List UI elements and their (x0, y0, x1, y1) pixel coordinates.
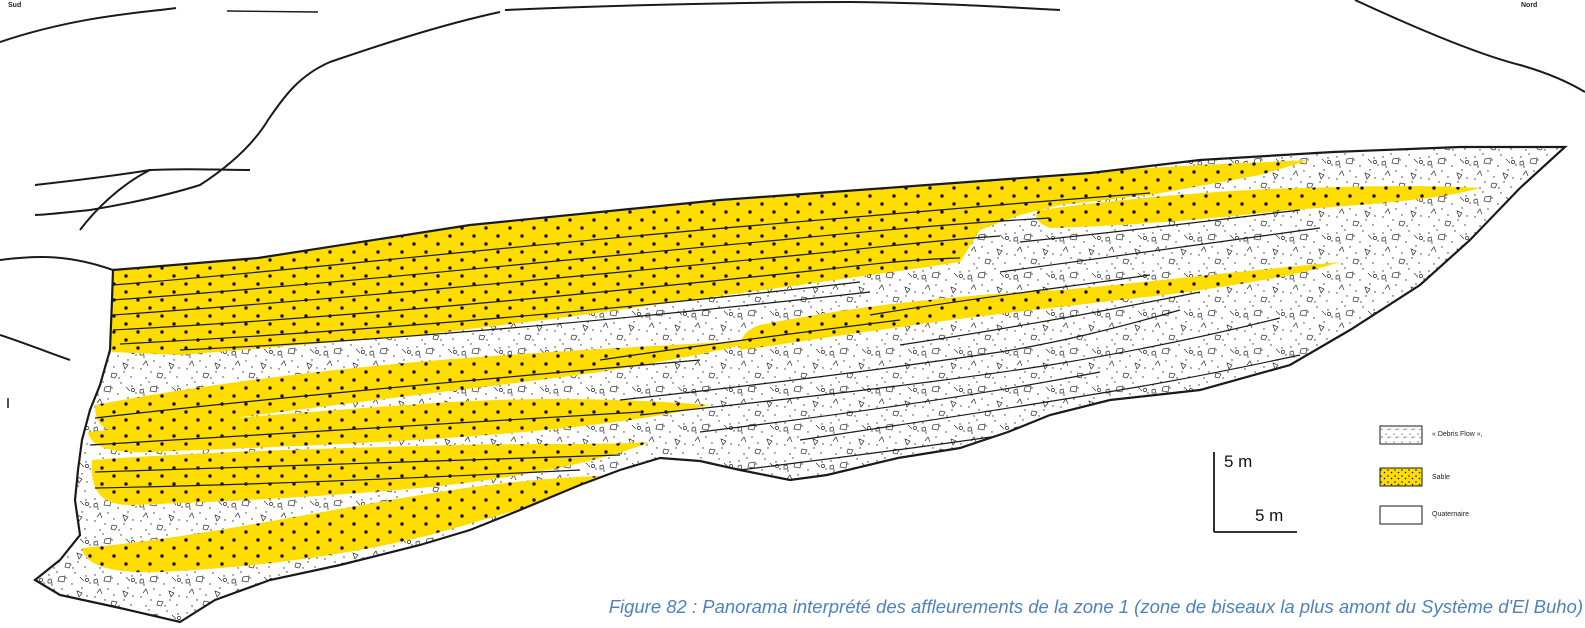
mid-summit (505, 2, 1060, 10)
right-ridge (1355, 0, 1585, 92)
scale-horizontal-label: 5 m (1255, 506, 1283, 526)
south-label: Sud (8, 2, 21, 9)
figure-caption: Figure 82 : Panorama interprété des affl… (430, 596, 1583, 618)
legend-swatch-debris-flow (1380, 426, 1422, 444)
legend-label-debris-flow: « Debris Flow », (1432, 431, 1483, 438)
skyline-ridge (0, 8, 176, 42)
legend-label-quaternary: Quaternaire (1432, 511, 1469, 518)
scale-vertical-label: 5 m (1224, 452, 1252, 472)
legend-swatches (1380, 426, 1422, 524)
north-label: Nord (1521, 2, 1537, 9)
left-slope (0, 257, 113, 270)
left-lower-slope (0, 335, 70, 360)
legend-swatch-quaternary (1380, 506, 1422, 524)
small-feature (227, 11, 318, 12)
outcrop (0, 100, 1585, 628)
legend-swatch-sand (1380, 468, 1422, 486)
legend-label-sand: Sable (1432, 474, 1450, 481)
hill-crest (35, 12, 500, 215)
